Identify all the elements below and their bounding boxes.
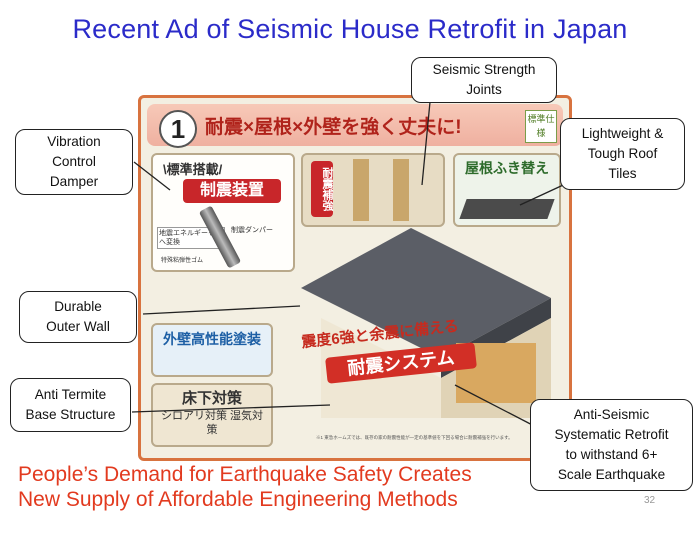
roof-panel: 屋根ふき替え: [453, 153, 561, 227]
ad-number: 1: [159, 110, 197, 148]
wall-title: 外壁高性能塗装: [163, 331, 261, 347]
roof-title: 屋根ふき替え: [465, 160, 549, 176]
callout-vibration-damper: Vibration Control Damper: [15, 129, 133, 195]
damper-note-energy: 地震エネルギーを熱へ変換: [157, 227, 225, 249]
joint-beam-graphic: [353, 159, 369, 221]
page-number: 32: [644, 495, 656, 506]
slide-title: Recent Ad of Seismic House Retrofit in J…: [72, 14, 628, 44]
reinforce-panel: 耐震補強: [301, 153, 445, 227]
floor-panel: 床下対策 シロアリ対策 湿気対策: [151, 383, 273, 447]
floor-sub: シロアリ対策 湿気対策: [160, 410, 264, 436]
ad-banner: 1 耐震×屋根×外壁を強く丈夫に! 標準仕様: [147, 104, 563, 148]
callout-roof-tiles: Lightweight & Tough Roof Tiles: [560, 118, 685, 190]
callout-anti-seismic: Anti-Seismic Systematic Retrofit to with…: [530, 399, 693, 491]
footer-line-1: People’s Demand for Earthquake Safety Cr…: [18, 463, 472, 486]
standard-label: \標準搭載/: [163, 162, 223, 177]
callout-seismic-joints-text: Seismic Strength Joints: [432, 62, 536, 97]
ad-fineprint: ※1 東急ホームズでは、既存の家の耐震性能が一定の基準値を下回る場合に耐震補強を…: [316, 435, 513, 440]
callout-seismic-joints: Seismic Strength Joints: [411, 57, 557, 103]
damper-panel: \標準搭載/ 制震装置 地震エネルギーを熱へ変換 制震ダンパー 特殊粘弾性ゴム: [151, 153, 295, 272]
callout-anti-termite-text: Anti Termite Base Structure: [25, 387, 116, 422]
damper-title: 制震装置: [183, 179, 281, 203]
damper-note-rubber: 特殊粘弾性ゴム: [161, 258, 204, 264]
advertisement-image: 1 耐震×屋根×外壁を強く丈夫に! 標準仕様 \標準搭載/ 制震装置 地震エネル…: [138, 95, 572, 461]
wall-panel: 外壁高性能塗装: [151, 323, 273, 377]
damper-note-name: 制震ダンパー: [231, 227, 273, 234]
footer-caption: People’s Demand for Earthquake Safety Cr…: [18, 462, 472, 512]
ad-standard-tag: 標準仕様: [525, 110, 557, 143]
callout-roof-tiles-text: Lightweight & Tough Roof Tiles: [581, 126, 664, 181]
floor-title: 床下対策: [181, 390, 242, 407]
ad-headline: 耐震×屋根×外壁を強く丈夫に!: [205, 117, 462, 138]
callout-anti-termite: Anti Termite Base Structure: [10, 378, 131, 432]
joint-beam-graphic-2: [393, 159, 409, 221]
callout-outer-wall-text: Durable Outer Wall: [46, 299, 110, 334]
callout-vibration-damper-text: Vibration Control Damper: [47, 134, 101, 189]
callout-outer-wall: Durable Outer Wall: [19, 291, 137, 343]
callout-anti-seismic-text: Anti-Seismic Systematic Retrofit to with…: [554, 407, 669, 482]
reinforce-title: 耐震補強: [311, 161, 333, 217]
footer-line-2: New Supply of Affordable Engineering Met…: [18, 488, 458, 511]
